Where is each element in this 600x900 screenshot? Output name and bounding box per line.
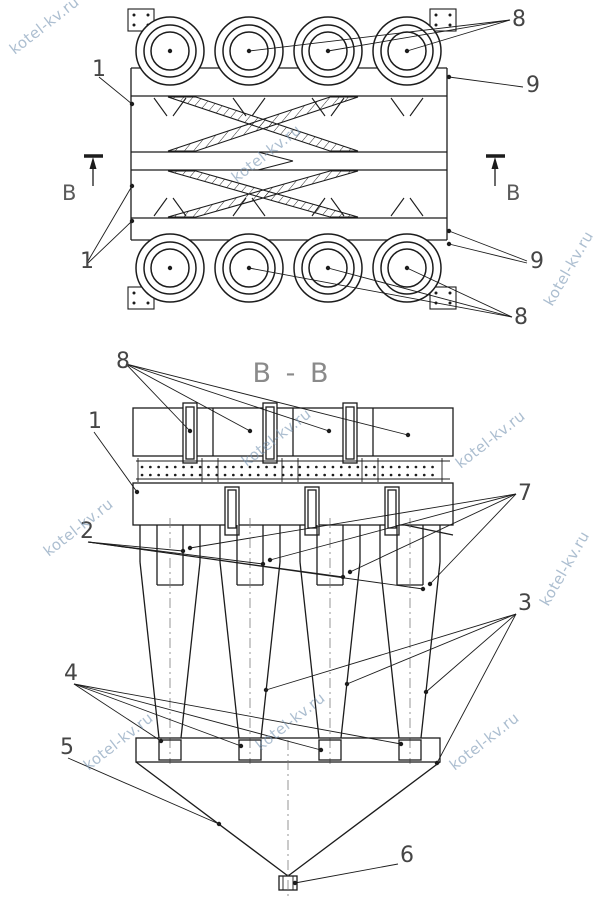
callout-8-section: 8 bbox=[116, 349, 130, 374]
callout-9-top: 9 bbox=[526, 73, 540, 98]
bolted-flange bbox=[136, 458, 450, 482]
callout-1-section: 1 bbox=[88, 409, 102, 434]
callout-2-section: 2 bbox=[80, 519, 94, 544]
plan-view: 8 9 1 1 9 8 В В bbox=[62, 7, 544, 330]
distribution-box bbox=[132, 482, 454, 536]
cyclone-4 bbox=[379, 518, 441, 764]
callout-8-top: 8 bbox=[512, 7, 526, 32]
callout-4-section: 4 bbox=[64, 661, 78, 686]
section-letter-right: В bbox=[506, 181, 520, 205]
callout-8-bottom: 8 bbox=[514, 305, 528, 330]
callout-9-bottom: 9 bbox=[530, 249, 544, 274]
outlet-plenum bbox=[132, 402, 454, 464]
cyclone-tubes-bottom-row bbox=[135, 233, 442, 303]
section-view-title: В - В bbox=[253, 358, 332, 389]
inlet-chevrons bbox=[153, 97, 424, 217]
section-letter-left: В bbox=[62, 181, 76, 205]
callout-6-section: 6 bbox=[400, 843, 414, 868]
hopper bbox=[135, 740, 441, 898]
section-cut-marker-right bbox=[486, 154, 505, 186]
callout-1-top: 1 bbox=[92, 57, 106, 82]
callout-5-section: 5 bbox=[60, 735, 74, 760]
cyclone-tubes-top-row bbox=[135, 16, 442, 86]
callout-1-bottom: 1 bbox=[80, 249, 94, 274]
plan-leader-lines bbox=[87, 19, 528, 318]
callout-7-section: 7 bbox=[518, 481, 532, 506]
callout-3-section: 3 bbox=[518, 591, 532, 616]
section-leader-lines bbox=[67, 363, 517, 886]
section-view: В - В bbox=[60, 349, 532, 898]
inlet-ducts-hatched bbox=[167, 96, 359, 218]
section-cut-marker-left bbox=[84, 154, 103, 186]
cyclone-2 bbox=[219, 518, 281, 764]
